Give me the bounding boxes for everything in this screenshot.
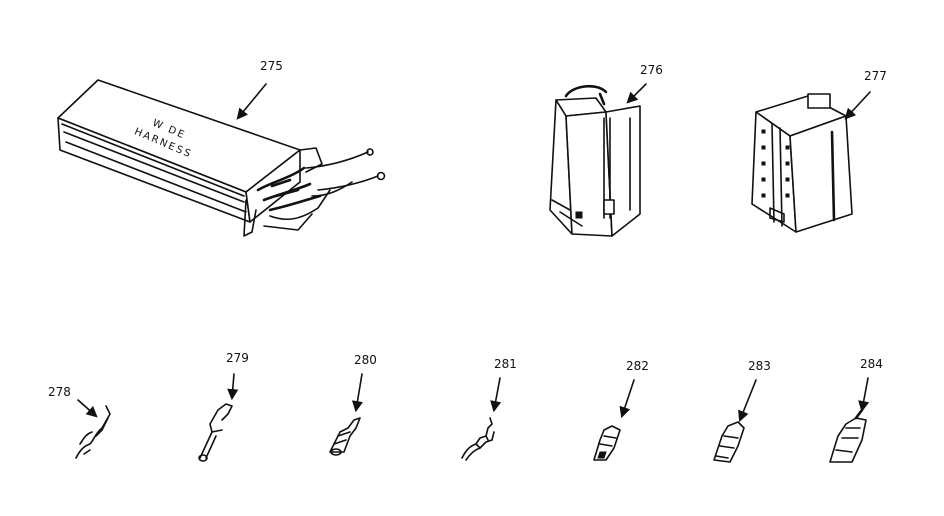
part-280-terminal — [329, 417, 361, 456]
arrow-282 — [619, 379, 635, 419]
part-284-terminal — [829, 408, 867, 463]
part-279-terminal — [198, 403, 233, 462]
arrow-281 — [490, 377, 502, 413]
arrow-280 — [351, 373, 363, 413]
callout-278: 278 — [48, 385, 71, 399]
part-275-harness-box: W DE HARNESS — [57, 79, 386, 237]
callout-277: 277 — [864, 69, 887, 83]
callout-280: 280 — [354, 353, 377, 367]
part-281-terminal — [461, 417, 495, 461]
arrow-284 — [858, 377, 870, 413]
part-278-terminal — [75, 405, 111, 459]
arrow-277 — [844, 91, 871, 120]
part-276-connector — [549, 84, 641, 237]
callout-279: 279 — [226, 351, 249, 365]
callout-282: 282 — [626, 359, 649, 373]
callout-276: 276 — [640, 63, 663, 77]
callout-275: 275 — [260, 59, 283, 73]
callout-283: 283 — [748, 359, 771, 373]
arrow-278 — [77, 399, 98, 418]
arrow-283 — [738, 379, 757, 423]
arrow-279 — [227, 373, 239, 401]
part-283-terminal — [713, 421, 745, 463]
callout-281: 281 — [494, 357, 517, 371]
arrow-276 — [626, 83, 647, 104]
part-282-terminal — [593, 425, 621, 461]
part-277-connector — [751, 93, 853, 233]
arrow-275 — [236, 83, 267, 120]
callout-284: 284 — [860, 357, 883, 371]
